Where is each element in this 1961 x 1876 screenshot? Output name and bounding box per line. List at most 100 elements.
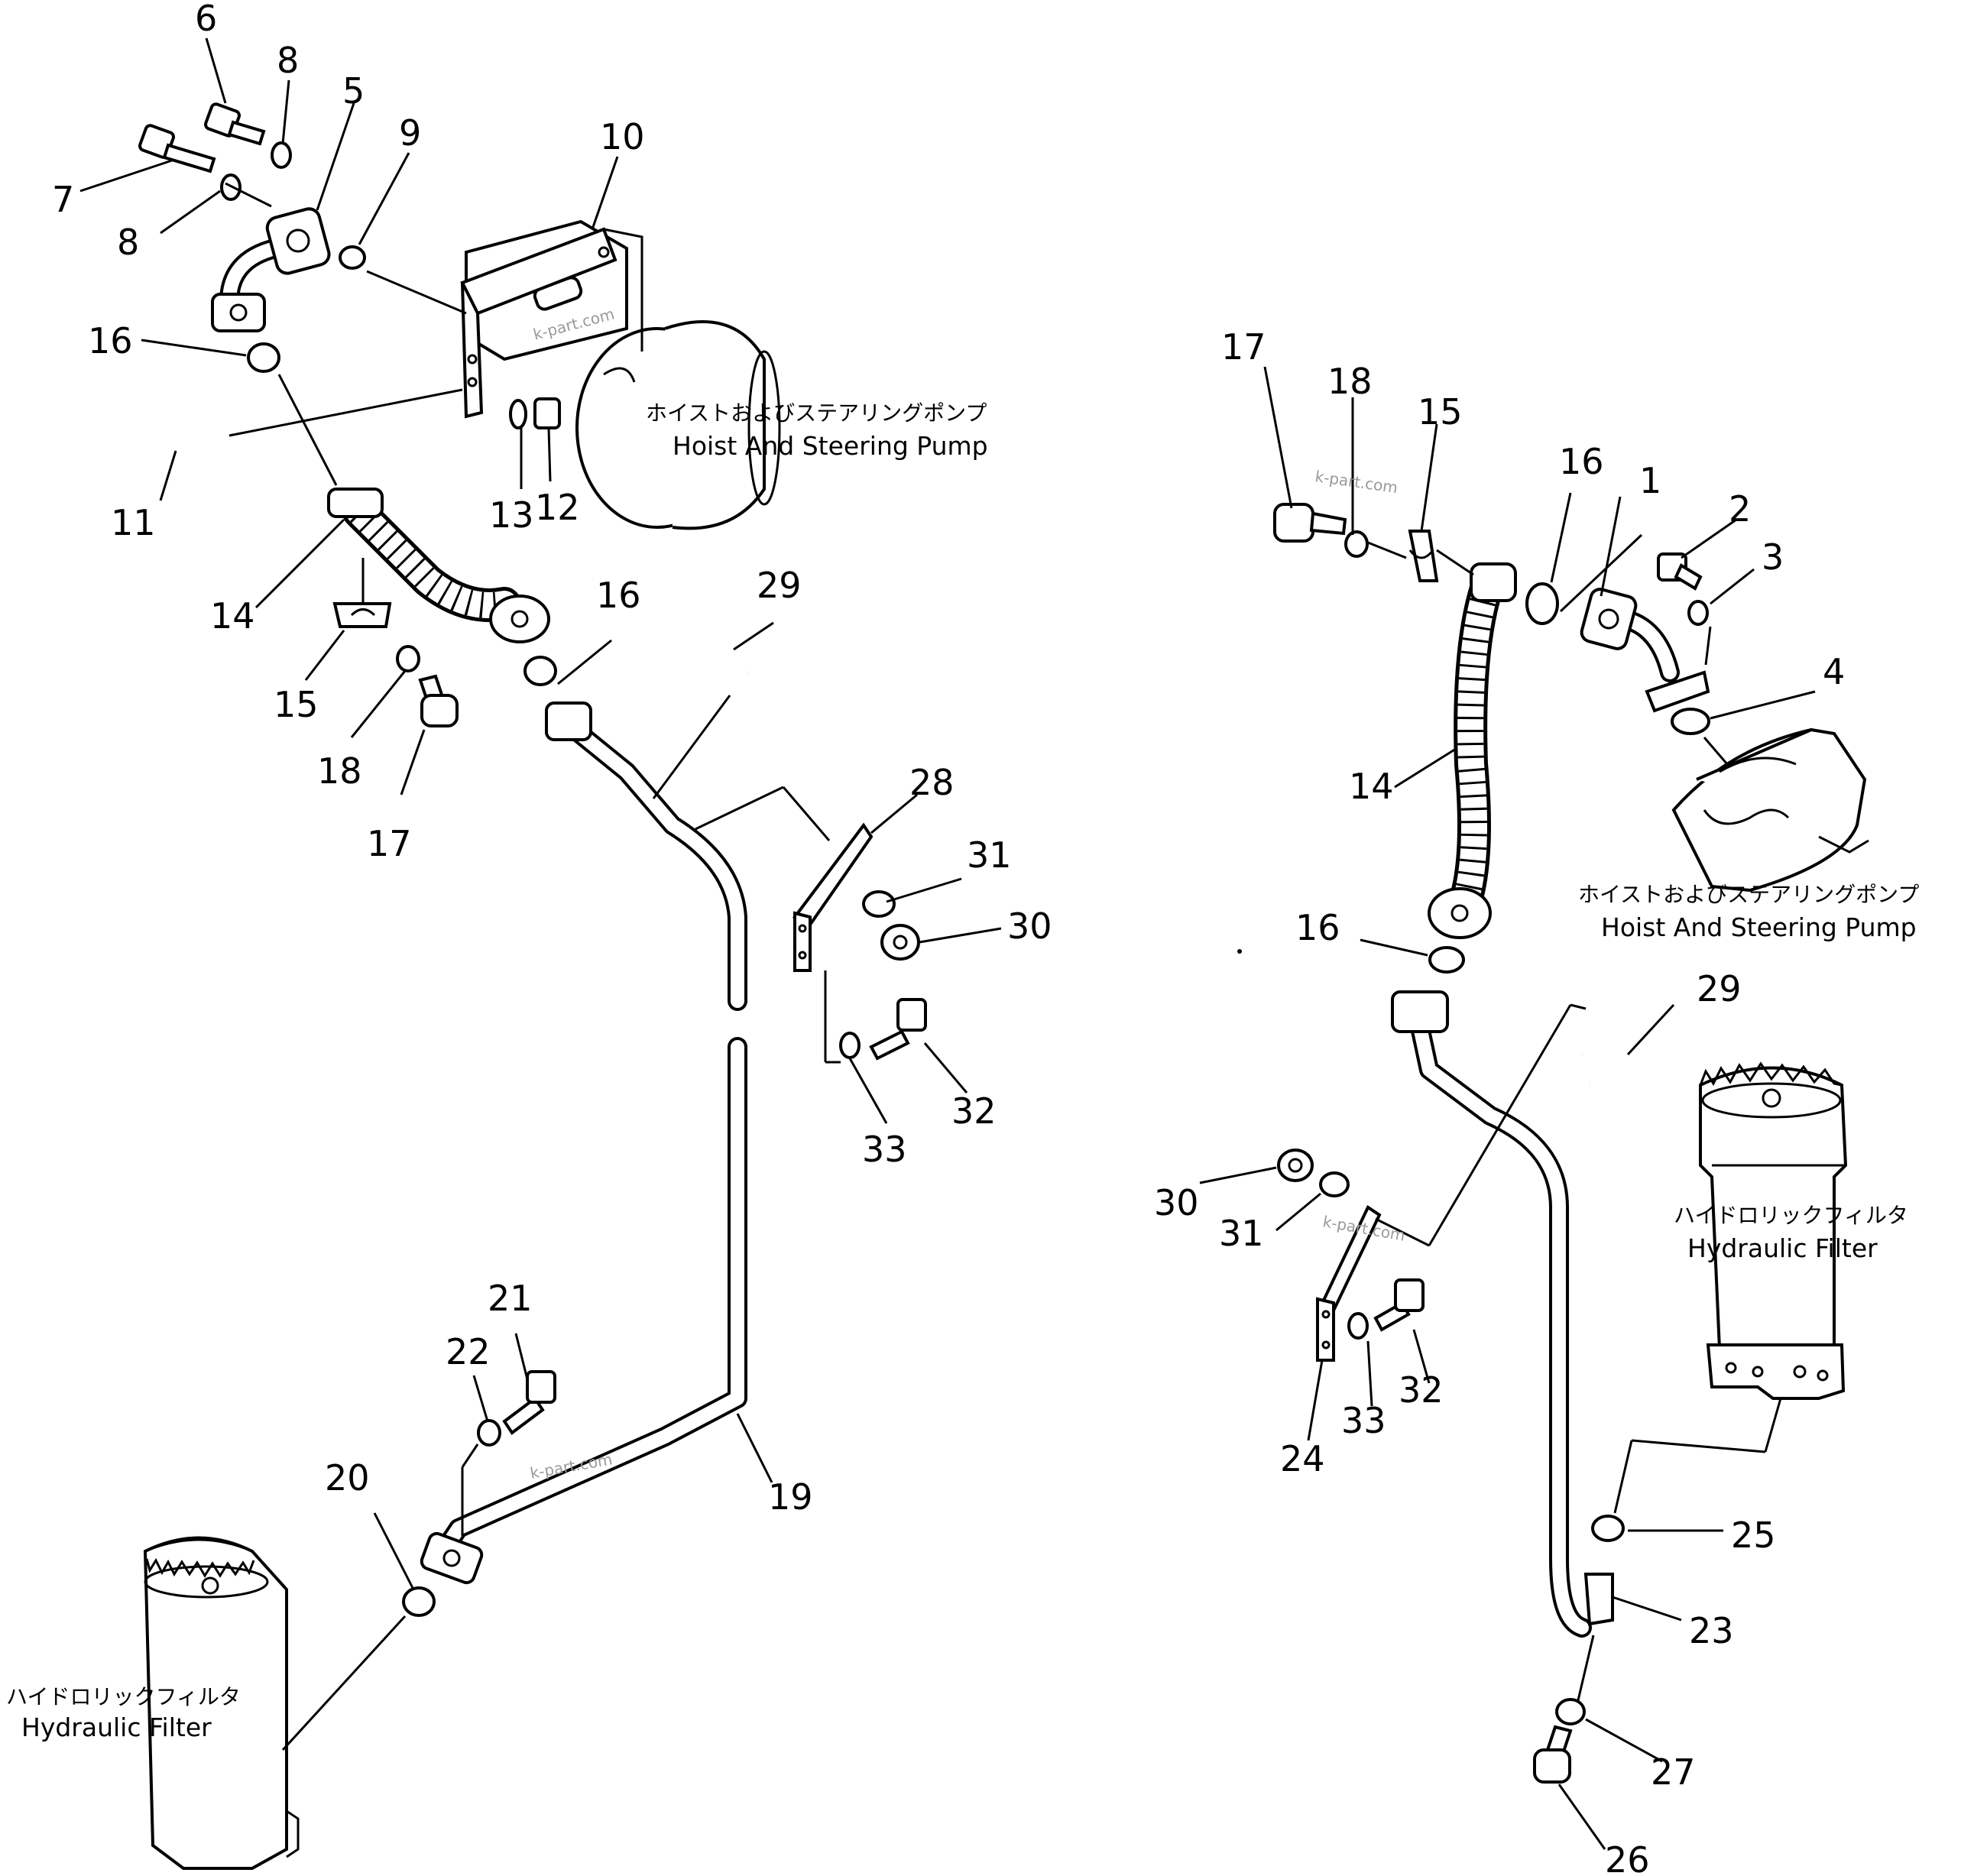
part-5-elbow-flange	[211, 207, 331, 332]
callout-23: 23	[1689, 1610, 1734, 1651]
callout-2: 2	[1729, 488, 1751, 530]
part-9-oring	[339, 245, 366, 270]
part-15-clamp-left	[332, 602, 392, 628]
part-23-pipe	[1391, 990, 1614, 1638]
callout-13: 13	[489, 494, 534, 536]
part-10-bracket	[460, 227, 643, 419]
part-17-bolt-right	[1273, 503, 1347, 543]
part-19-pipe	[420, 701, 747, 1585]
callout-14: 14	[210, 595, 255, 637]
callout-3: 3	[1762, 536, 1784, 578]
part-28-bracket	[792, 822, 874, 972]
part-14-hose-right	[1428, 562, 1517, 939]
callout-16: 16	[88, 320, 133, 361]
callout-19: 19	[768, 1476, 813, 1518]
part-32-bolt-left	[869, 998, 927, 1061]
right-hydraulic-filter	[1699, 1061, 1848, 1400]
part-8-washers	[220, 141, 292, 201]
part-33-washer-right	[1347, 1312, 1369, 1340]
callout-29: 29	[1697, 968, 1742, 1009]
part-32-bolt-right	[1373, 1278, 1425, 1332]
part-30-nut-left	[880, 924, 920, 961]
part-22-washer	[477, 1419, 501, 1447]
callout-25: 25	[1731, 1515, 1776, 1556]
part-30-nut-right	[1277, 1149, 1314, 1182]
callout-18: 18	[317, 750, 362, 792]
callout-11: 11	[111, 502, 156, 543]
filter-label-en-left: Hydraulic Filter	[21, 1712, 212, 1742]
callout-31: 31	[1219, 1213, 1264, 1254]
part-16-oring-right-lower	[1428, 946, 1465, 974]
callout-8: 8	[277, 40, 299, 81]
part-31-washer-right	[1319, 1171, 1350, 1197]
part-15-clamp-right	[1408, 530, 1439, 582]
part-29-u-bolt-right	[1581, 1046, 1630, 1089]
callout-30: 30	[1007, 906, 1052, 947]
callout-28: 28	[909, 762, 955, 803]
callout-32: 32	[1399, 1369, 1444, 1411]
filter-label-jp-right: ハイドロリックフィルタ	[1674, 1203, 1908, 1228]
part-3-washer	[1687, 600, 1709, 626]
part-6-bolt	[204, 102, 266, 146]
callout-14: 14	[1349, 766, 1394, 807]
part-33-washer-left	[839, 1032, 861, 1059]
filter-label-en-right: Hydraulic Filter	[1687, 1233, 1878, 1263]
callout-1: 1	[1639, 460, 1661, 501]
callout-29: 29	[757, 565, 802, 606]
callout-16: 16	[596, 575, 641, 616]
callout-6: 6	[195, 0, 217, 39]
callout-10: 10	[600, 116, 645, 157]
component-labels: ホイストおよびステアリングポンプ Hoist And Steering Pump…	[6, 400, 1919, 1742]
pump-label-jp-right: ホイストおよびステアリングポンプ	[1578, 882, 1919, 907]
callout-12: 12	[535, 487, 580, 528]
part-14-hose-left	[327, 488, 550, 643]
pump-label-en-right: Hoist And Steering Pump	[1601, 912, 1917, 942]
callout-33: 33	[862, 1129, 907, 1170]
callout-7: 7	[52, 179, 74, 220]
leader-lines-left	[79, 37, 1002, 1751]
part-18-washer-right	[1344, 530, 1369, 558]
part-12-nut	[533, 397, 561, 429]
callout-21: 21	[488, 1278, 533, 1319]
part-21-bolt	[502, 1370, 556, 1435]
part-24-bracket	[1316, 1205, 1382, 1362]
part-7-bolt	[138, 124, 216, 173]
callout-9: 9	[399, 112, 421, 154]
part-11-u-bolt	[161, 408, 218, 455]
callout-24: 24	[1280, 1438, 1325, 1479]
part-1-elbow-flange	[1580, 588, 1710, 713]
callout-31: 31	[967, 834, 1012, 876]
callout-18: 18	[1327, 361, 1373, 402]
callout-27: 27	[1651, 1751, 1696, 1793]
part-20-oring	[402, 1586, 436, 1617]
part-27-washer	[1555, 1698, 1586, 1725]
callout-22: 22	[446, 1331, 491, 1372]
pump-label-jp-left: ホイストおよびステアリングポンプ	[646, 400, 987, 426]
part-25-oring	[1591, 1515, 1625, 1542]
left-hydraulic-filter	[143, 1536, 300, 1870]
part-2-bolt	[1657, 552, 1703, 591]
part-16-oring-right-upper	[1525, 582, 1559, 625]
part-13-washer	[509, 399, 527, 429]
callout-26: 26	[1605, 1839, 1650, 1876]
watermark: k-part.com	[1314, 467, 1399, 497]
callout-16: 16	[1295, 907, 1340, 948]
callout-32: 32	[951, 1090, 997, 1132]
callout-17: 17	[1221, 326, 1266, 368]
part-16-oring-upper	[247, 342, 280, 373]
callout-20: 20	[325, 1457, 370, 1499]
part-16-oring-mid	[523, 656, 557, 686]
part-26-bolt	[1533, 1725, 1573, 1784]
callout-16: 16	[1559, 441, 1604, 482]
part-29-u-bolt-left	[701, 649, 752, 698]
part-17-bolt-left	[418, 674, 459, 727]
callout-17: 17	[367, 823, 412, 864]
callout-15: 15	[274, 684, 319, 725]
callout-33: 33	[1341, 1400, 1386, 1441]
callout-30: 30	[1154, 1182, 1199, 1223]
leader-lines-right	[1199, 366, 1816, 1850]
stray-dot	[1237, 949, 1242, 954]
part-18-washer-left	[396, 645, 420, 672]
part-4-oring	[1671, 708, 1710, 735]
